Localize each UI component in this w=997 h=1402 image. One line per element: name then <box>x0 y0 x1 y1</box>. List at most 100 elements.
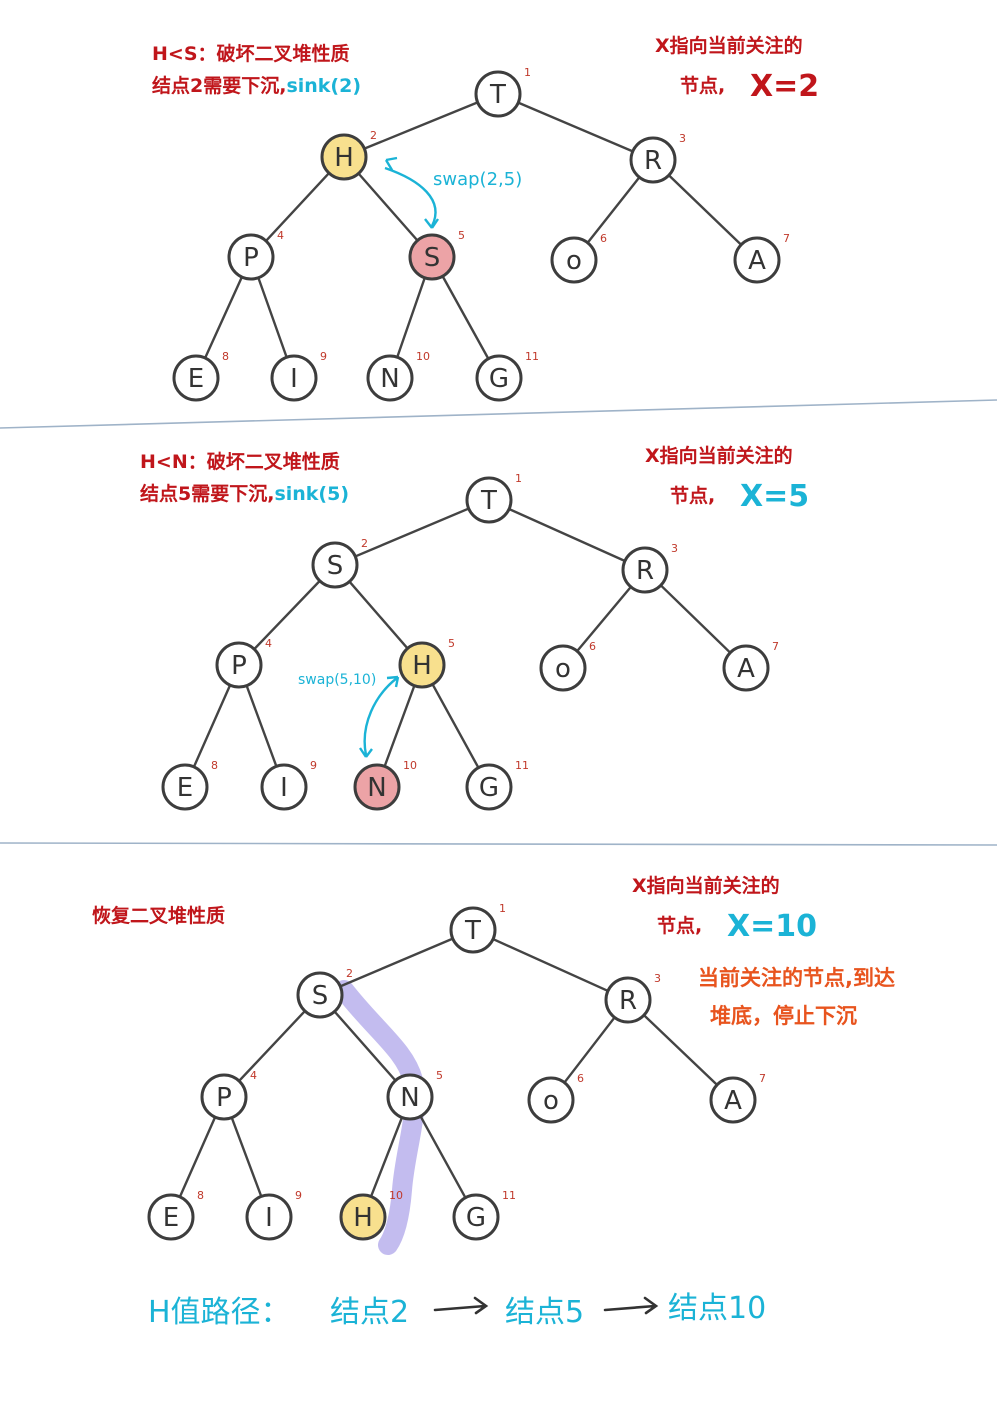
node-circle <box>474 70 522 118</box>
heap-node: o6 <box>527 1072 584 1124</box>
node-label: G <box>489 364 509 394</box>
node-circle <box>408 233 456 281</box>
node-label: N <box>367 773 386 803</box>
tree-edge <box>383 684 416 768</box>
tree-edge <box>369 1116 404 1198</box>
node-index: 7 <box>759 1072 766 1085</box>
heap-node: H10 <box>339 1189 403 1241</box>
panel-3: T1S2R3P4N5o6A7E8I9H10G11恢复二叉堆性质X指向当前关注的节… <box>92 874 895 1241</box>
node-label: P <box>216 1083 232 1113</box>
heap-node: P4 <box>200 1069 257 1121</box>
node-label: E <box>177 773 193 803</box>
heap-node: N10 <box>366 350 430 402</box>
heap-node: A7 <box>733 232 790 284</box>
node-index: 6 <box>589 640 596 653</box>
node-circle <box>353 763 401 811</box>
node-label: G <box>479 773 499 803</box>
condition-note: H<S：破坏二叉堆性质 <box>152 42 350 65</box>
node-circle <box>311 541 359 589</box>
node-index: 6 <box>600 232 607 245</box>
node-index: 6 <box>577 1072 584 1085</box>
node-label: T <box>464 916 481 946</box>
heap-node: E8 <box>172 350 229 402</box>
node-index: 3 <box>671 542 678 555</box>
node-index: 2 <box>370 129 377 142</box>
node-index: 8 <box>222 350 229 363</box>
heap-node: P4 <box>227 229 284 281</box>
tree-edge <box>642 1013 719 1087</box>
tree-edge <box>396 276 426 359</box>
heap-node: P4 <box>215 637 272 689</box>
tree-edge <box>441 275 490 360</box>
node-index: 5 <box>458 229 465 242</box>
node-label: R <box>636 556 654 586</box>
node-index: 8 <box>211 759 218 772</box>
tree-edge <box>507 507 627 563</box>
node-label: R <box>644 146 662 176</box>
pointer-value: X=2 <box>750 69 819 104</box>
node-label: I <box>290 364 298 394</box>
tree-edge <box>333 1010 397 1082</box>
swap-arrow <box>363 677 398 756</box>
node-index: 8 <box>197 1189 204 1202</box>
heap-node: T1 <box>449 902 506 954</box>
node-label: S <box>312 981 329 1011</box>
node-circle <box>722 644 770 692</box>
node-circle <box>147 1193 195 1241</box>
node-index: 2 <box>361 537 368 550</box>
node-label: o <box>543 1086 559 1116</box>
heap-node: E8 <box>161 759 218 811</box>
heap-node: I9 <box>260 759 317 811</box>
tree-edge <box>431 683 480 769</box>
node-index: 10 <box>403 759 417 772</box>
tree-edge <box>563 1016 616 1084</box>
heap-node: R3 <box>621 542 678 594</box>
node-label: o <box>566 246 582 276</box>
node-circle <box>475 354 523 402</box>
pointer-value: X=10 <box>727 909 817 944</box>
node-label: P <box>231 651 247 681</box>
swap-arrow <box>384 166 437 227</box>
tree-edge <box>230 1116 263 1198</box>
arrow-head <box>359 747 373 758</box>
node-circle <box>172 354 220 402</box>
node-label: E <box>163 1203 179 1233</box>
node-label: A <box>748 246 766 276</box>
panel-2: T1S2R3P4H5o6A7E8I9N10G11H<N：破坏二叉堆性质结点5需要… <box>140 444 809 811</box>
node-label: A <box>724 1086 742 1116</box>
node-label: o <box>555 654 571 684</box>
node-circle <box>733 236 781 284</box>
sink-note-part: sink(2) <box>286 75 361 97</box>
pointer-prefix: 节点, <box>680 75 725 97</box>
node-circle <box>452 1193 500 1241</box>
heap-node: S2 <box>296 967 353 1019</box>
path-arrow <box>433 1296 489 1315</box>
tree-edge <box>586 176 641 244</box>
stop-note: 堆底，停止下沉 <box>710 1004 857 1028</box>
heap-node: E8 <box>147 1189 204 1241</box>
node-circle <box>465 476 513 524</box>
heap-node: G11 <box>475 350 539 402</box>
node-circle <box>629 136 677 184</box>
tree-edge <box>203 275 244 360</box>
heap-node: R3 <box>629 132 686 184</box>
node-index: 3 <box>679 132 686 145</box>
node-index: 11 <box>515 759 529 772</box>
node-circle <box>227 233 275 281</box>
tree-edge <box>237 1009 307 1083</box>
tree-edge <box>178 1115 217 1199</box>
node-label: G <box>466 1203 486 1233</box>
node-label: S <box>327 551 344 581</box>
node-index: 4 <box>277 229 284 242</box>
tree-edge <box>192 683 232 769</box>
heap-node: A7 <box>709 1072 766 1124</box>
heap-node: S5 <box>408 229 465 281</box>
node-label: N <box>380 364 399 394</box>
swap-label: swap(5,10) <box>298 672 376 688</box>
node-index: 1 <box>499 902 506 915</box>
tree-edge <box>245 684 278 768</box>
node-index: 5 <box>436 1069 443 1082</box>
node-label: H <box>334 143 354 173</box>
